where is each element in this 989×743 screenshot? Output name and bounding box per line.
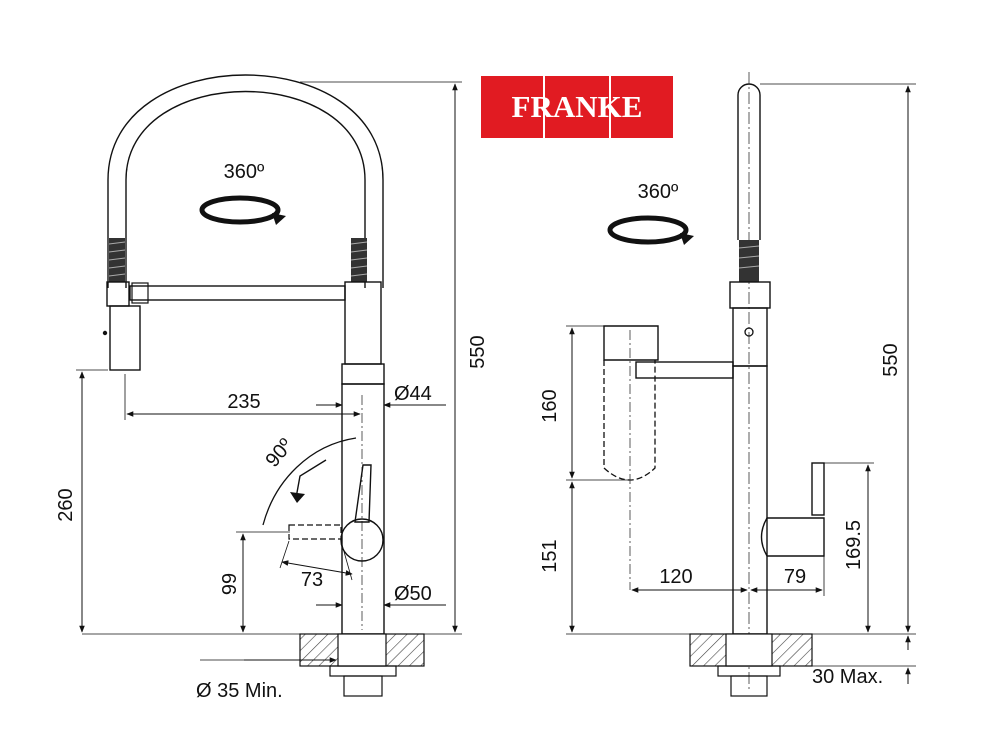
rotate-arrow [295, 459, 327, 499]
body-column [341, 383, 385, 635]
outlet-height-label: 151 [539, 539, 561, 572]
side-lever [811, 462, 825, 516]
front-view: 360º 235 Ø44 Ø50 5 [55, 74, 489, 702]
lever-hub [340, 518, 384, 562]
side-holder-arm [635, 361, 734, 379]
tube-diameter-label: Ø44 [394, 383, 432, 405]
side-spray-head-top [603, 325, 659, 361]
logo-background [481, 76, 673, 138]
lever-side-dashed [288, 524, 342, 540]
side-spring [739, 240, 759, 282]
spray-head [109, 305, 141, 371]
franke-logo: FRANKE [481, 76, 673, 138]
height-label-front: 550 [467, 335, 489, 368]
thickness-label: 30 Max. [812, 666, 883, 688]
side-lever-base [760, 517, 825, 557]
lever-angle-label: 90º [261, 434, 297, 471]
lever-depth-label: 79 [784, 566, 806, 588]
hose-inner-line [125, 90, 366, 288]
side-upper-body [732, 307, 768, 367]
angle-arc [262, 437, 357, 526]
width-label: 235 [227, 391, 260, 413]
rotation-symbol-front [199, 195, 281, 225]
side-collar [729, 281, 771, 309]
side-view: 360º 160 151 120 79 169.5 550 [539, 72, 916, 697]
head-length-label: 160 [539, 389, 561, 422]
left-spring [108, 238, 126, 282]
upper-body [344, 281, 382, 365]
height-label-side: 550 [880, 343, 902, 376]
rotation-symbol-side [607, 215, 689, 245]
rotation-label-side: 360º [638, 181, 679, 203]
reach-label: 120 [659, 566, 692, 588]
hole-label: Ø 35 Min. [196, 680, 283, 702]
side-body-column [732, 365, 768, 635]
fixing-nut-front [329, 665, 397, 677]
lever-height-label: 99 [219, 573, 241, 595]
right-spring [350, 238, 368, 282]
front-dimensions [76, 81, 462, 663]
base-diameter-label: Ø50 [394, 583, 432, 605]
holder-bar [129, 285, 346, 301]
lever-up [354, 464, 372, 523]
side-hose [737, 83, 761, 240]
side-dimensions [566, 83, 916, 684]
connector-side [730, 675, 768, 697]
hose-outer-line [107, 74, 384, 288]
rotation-label-front: 360º [224, 161, 265, 183]
logo-text: FRANKE [512, 89, 643, 124]
spout-height-label: 260 [55, 488, 77, 521]
lever-top-label: 169.5 [843, 520, 865, 570]
body-ring [341, 363, 385, 385]
lever-length-label: 73 [301, 569, 323, 591]
connector-front [343, 675, 383, 697]
